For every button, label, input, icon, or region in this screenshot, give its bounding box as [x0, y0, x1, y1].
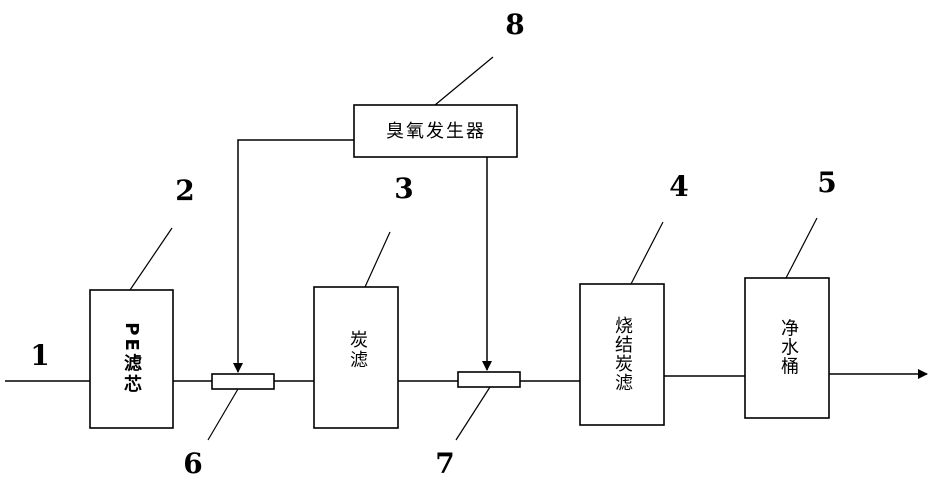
- leader-6: [207, 388, 239, 441]
- ozone-feed-to-mixer-a: [233, 139, 354, 373]
- carbon-filter-label: 炭滤: [347, 330, 368, 370]
- number-1: 1: [30, 339, 49, 372]
- number-7: 7: [435, 447, 454, 480]
- water-bucket-box: [744, 277, 830, 419]
- leader-7: [455, 386, 491, 441]
- pe-filter-label: PE滤芯: [121, 322, 142, 396]
- sintered-carbon-box: [579, 283, 665, 426]
- mixer-a-box: [211, 373, 275, 390]
- number-3: 3: [394, 172, 413, 205]
- leader-8: [434, 56, 494, 106]
- mixer-b-box: [457, 371, 521, 388]
- ozone-generator-label: 臭氧发生器: [386, 121, 486, 142]
- number-4: 4: [669, 170, 688, 203]
- water-bucket-label: 净水桶: [778, 318, 799, 375]
- leader-3: [364, 231, 391, 288]
- number-2: 2: [175, 174, 194, 207]
- leader-5: [785, 217, 818, 279]
- sintered-carbon-label: 烧结炭滤: [612, 316, 633, 392]
- number-6: 6: [183, 447, 202, 480]
- ozone-generator-box: [353, 104, 518, 158]
- pe-filter-box: [89, 289, 174, 429]
- number-8: 8: [505, 8, 524, 41]
- leader-4: [630, 221, 664, 285]
- carbon-filter-box: [313, 286, 399, 429]
- leader-2: [129, 227, 173, 291]
- number-5: 5: [817, 166, 836, 199]
